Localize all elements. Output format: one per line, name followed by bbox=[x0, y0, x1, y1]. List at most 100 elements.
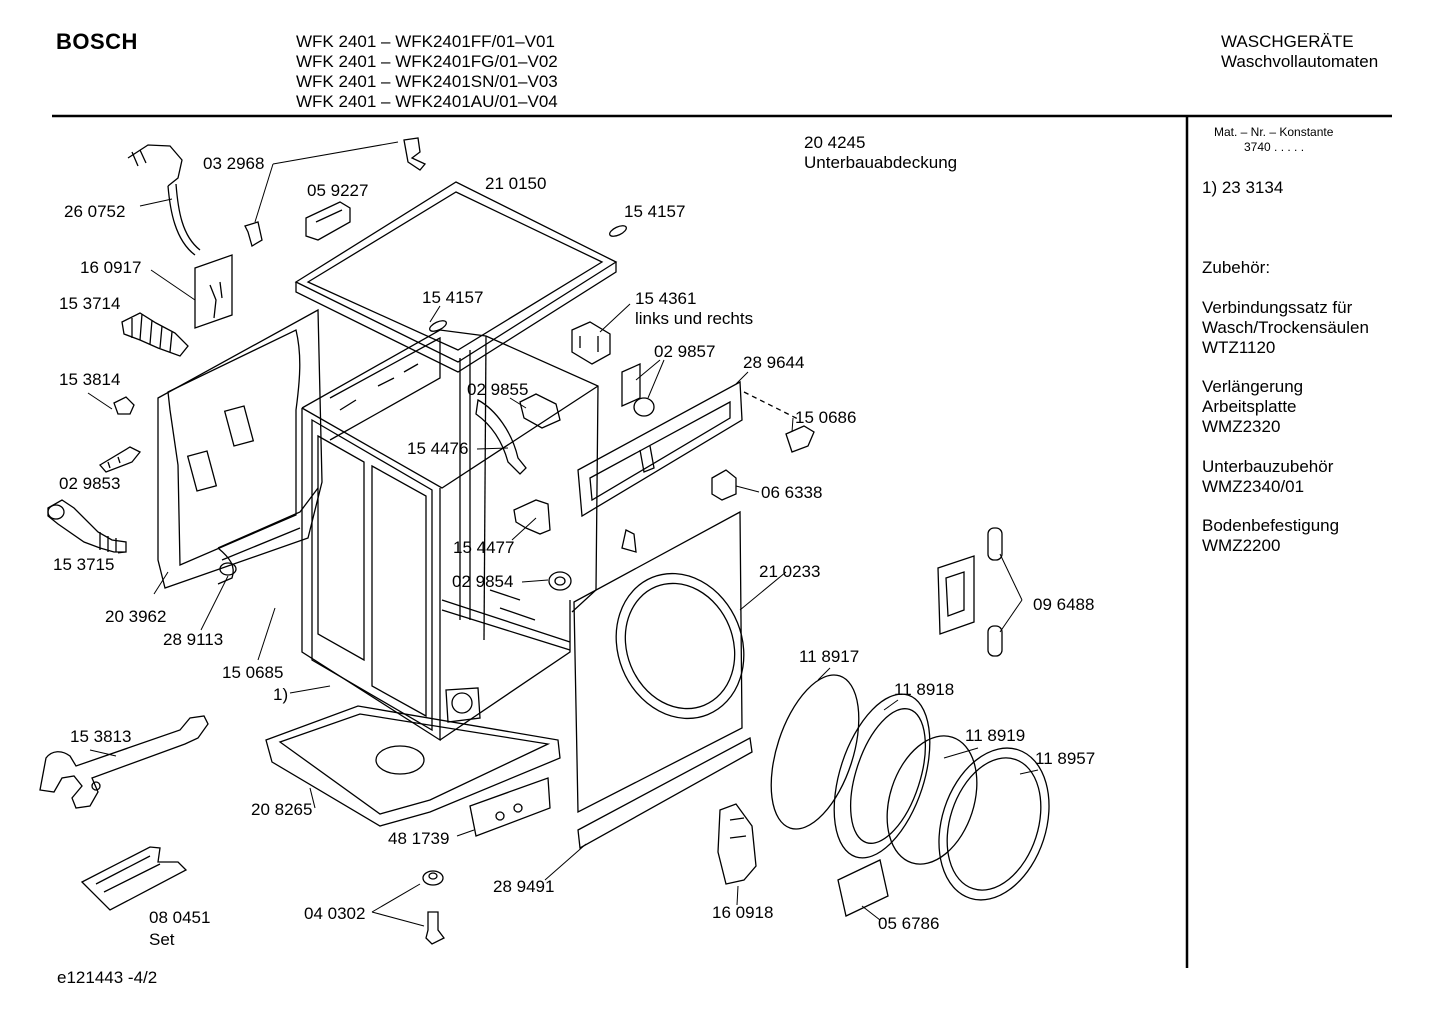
front-panel-drawing bbox=[574, 512, 765, 812]
part-label: 15 3814 bbox=[59, 370, 121, 389]
accessory-item: Unterbauzubehör WMZ2340/01 bbox=[1202, 457, 1333, 497]
part-label: 15 4157 bbox=[422, 288, 484, 307]
model-line: WFK 2401 – WFK2401AU/01–V04 bbox=[296, 92, 558, 111]
part-label: 08 0451 bbox=[149, 908, 211, 927]
back-panel-drawing bbox=[158, 310, 322, 588]
control-bracket-drawing bbox=[578, 382, 800, 516]
cabinet-frame-drawing bbox=[302, 330, 598, 740]
handle-strip-drawing-481739 bbox=[470, 778, 550, 836]
hose-hook-drawing-154476 bbox=[476, 400, 526, 474]
cover-label: 20 4245 Unterbauabdeckung bbox=[804, 133, 957, 173]
category-heading: WASCHGERÄTE Waschvollautomaten bbox=[1221, 32, 1378, 72]
nut-screw-drawing bbox=[423, 871, 444, 944]
part-label: 48 1739 bbox=[388, 829, 450, 848]
model-line: WFK 2401 – WFK2401FF/01–V01 bbox=[296, 32, 555, 51]
part-label: 11 8918 bbox=[894, 680, 955, 699]
bracket-drawing-154477 bbox=[514, 500, 550, 534]
part-label: 15 0686 bbox=[795, 408, 857, 427]
part-number: 20 4245 bbox=[804, 133, 866, 152]
part-label: 15 4476 bbox=[407, 439, 469, 458]
bracket-drawing-029855 bbox=[520, 394, 560, 428]
hinge-drawing-096488 bbox=[938, 528, 1002, 656]
part-label: 15 0685 bbox=[222, 663, 284, 682]
bushing-drawing-029854 bbox=[549, 572, 571, 590]
clip-drawing-029853 bbox=[100, 447, 140, 472]
power-cable-drawing bbox=[128, 145, 200, 255]
accessory-line: Bodenbefestigung bbox=[1202, 516, 1340, 535]
kick-plate-drawing-289491 bbox=[578, 738, 752, 848]
part-label: 28 9644 bbox=[743, 353, 805, 372]
leader-lines bbox=[88, 142, 1038, 926]
clip-drawing-150686 bbox=[786, 426, 814, 452]
part-label: 11 8917 bbox=[799, 647, 860, 666]
accessory-item: Bodenbefestigung WMZ2200 bbox=[1202, 516, 1339, 556]
wrench-drawing bbox=[40, 716, 208, 808]
part-label: 28 9491 bbox=[493, 877, 555, 896]
part-label: 11 8957 bbox=[1035, 749, 1096, 768]
mat-number-value: 3740 . . . . . bbox=[1244, 140, 1305, 154]
accessory-item: Verlängerung Arbeitsplatte WMZ2320 bbox=[1202, 377, 1303, 437]
footnote-entry: 1) 23 3134 bbox=[1202, 178, 1284, 197]
part-label: 02 9853 bbox=[59, 474, 121, 493]
mat-number-label: Mat. – Nr. – Konstante bbox=[1214, 125, 1334, 139]
part-label: 05 6786 bbox=[878, 914, 940, 933]
part-label: 05 9227 bbox=[307, 181, 369, 200]
subcategory-title: Waschvollautomaten bbox=[1221, 52, 1379, 71]
part-label: 15 3714 bbox=[59, 294, 121, 313]
accessory-line: Unterbauzubehör bbox=[1202, 457, 1334, 476]
part-label: 06 6338 bbox=[761, 483, 823, 502]
part-label: 09 6488 bbox=[1033, 595, 1095, 614]
brand-logo: BOSCH bbox=[56, 29, 138, 54]
bumper-drawing-029857 bbox=[622, 364, 654, 416]
accessory-line: WTZ1120 bbox=[1202, 338, 1276, 357]
part-label: 04 0302 bbox=[304, 904, 366, 923]
accessory-line: Arbeitsplatte bbox=[1202, 397, 1297, 416]
bracket-drawing-160917 bbox=[195, 255, 232, 328]
part-label: 20 8265 bbox=[251, 800, 313, 819]
part-note: Set bbox=[149, 930, 175, 949]
part-label: 15 4477 bbox=[453, 538, 515, 557]
door-lock-drawing bbox=[718, 804, 756, 884]
small-knob-drawing bbox=[114, 397, 134, 414]
part-label: 21 0150 bbox=[485, 174, 547, 193]
category-title: WASCHGERÄTE bbox=[1221, 32, 1354, 51]
part-label: 16 0917 bbox=[80, 258, 142, 277]
set-drawing-080451 bbox=[82, 847, 186, 910]
part-label: 26 0752 bbox=[64, 202, 126, 221]
door-window-drawing bbox=[754, 664, 1067, 914]
accessory-line: WMZ2200 bbox=[1202, 536, 1281, 555]
part-label: 21 0233 bbox=[759, 562, 821, 581]
base-tray-drawing bbox=[266, 706, 560, 826]
handle-grip-drawing bbox=[306, 202, 350, 240]
hook-drawing bbox=[622, 530, 636, 552]
accessory-line: WMZ2320 bbox=[1202, 417, 1281, 436]
part-label: 02 9857 bbox=[654, 342, 716, 361]
accessory-line: Verbindungssatz für bbox=[1202, 298, 1353, 317]
part-label: 02 9855 bbox=[467, 380, 529, 399]
footnote-marker: 1) bbox=[273, 685, 289, 704]
part-label: 16 0918 bbox=[712, 903, 774, 922]
accessory-item: Verbindungssatz für Wasch/Trockensäulen … bbox=[1202, 298, 1369, 358]
part-label: 20 3962 bbox=[105, 607, 167, 626]
grommet-drawing-066338 bbox=[712, 470, 736, 500]
model-line: WFK 2401 – WFK2401FG/01–V02 bbox=[296, 52, 558, 71]
accessory-line: Verlängerung bbox=[1202, 377, 1304, 396]
accessory-line: Wasch/Trockensäulen bbox=[1202, 318, 1369, 337]
part-label: 11 8919 bbox=[965, 726, 1026, 745]
top-cover-drawing bbox=[296, 182, 616, 372]
part-note: links und rechts bbox=[635, 309, 754, 328]
part-label: 15 3813 bbox=[70, 727, 132, 746]
accessory-line: WMZ2340/01 bbox=[1202, 477, 1305, 496]
part-label: 15 3715 bbox=[53, 555, 115, 574]
part-label: 03 2968 bbox=[203, 154, 265, 173]
cable-clip-drawing bbox=[245, 138, 425, 246]
part-label: 28 9113 bbox=[163, 630, 224, 649]
door-handle-drawing-056786 bbox=[838, 860, 888, 916]
hose-connector-drawing bbox=[122, 313, 188, 356]
part-description: Unterbauabdeckung bbox=[804, 153, 958, 172]
accessories-title: Zubehör: bbox=[1202, 258, 1271, 277]
hose-nozzle-drawing bbox=[48, 500, 126, 552]
part-label: 15 4361 bbox=[635, 289, 697, 308]
